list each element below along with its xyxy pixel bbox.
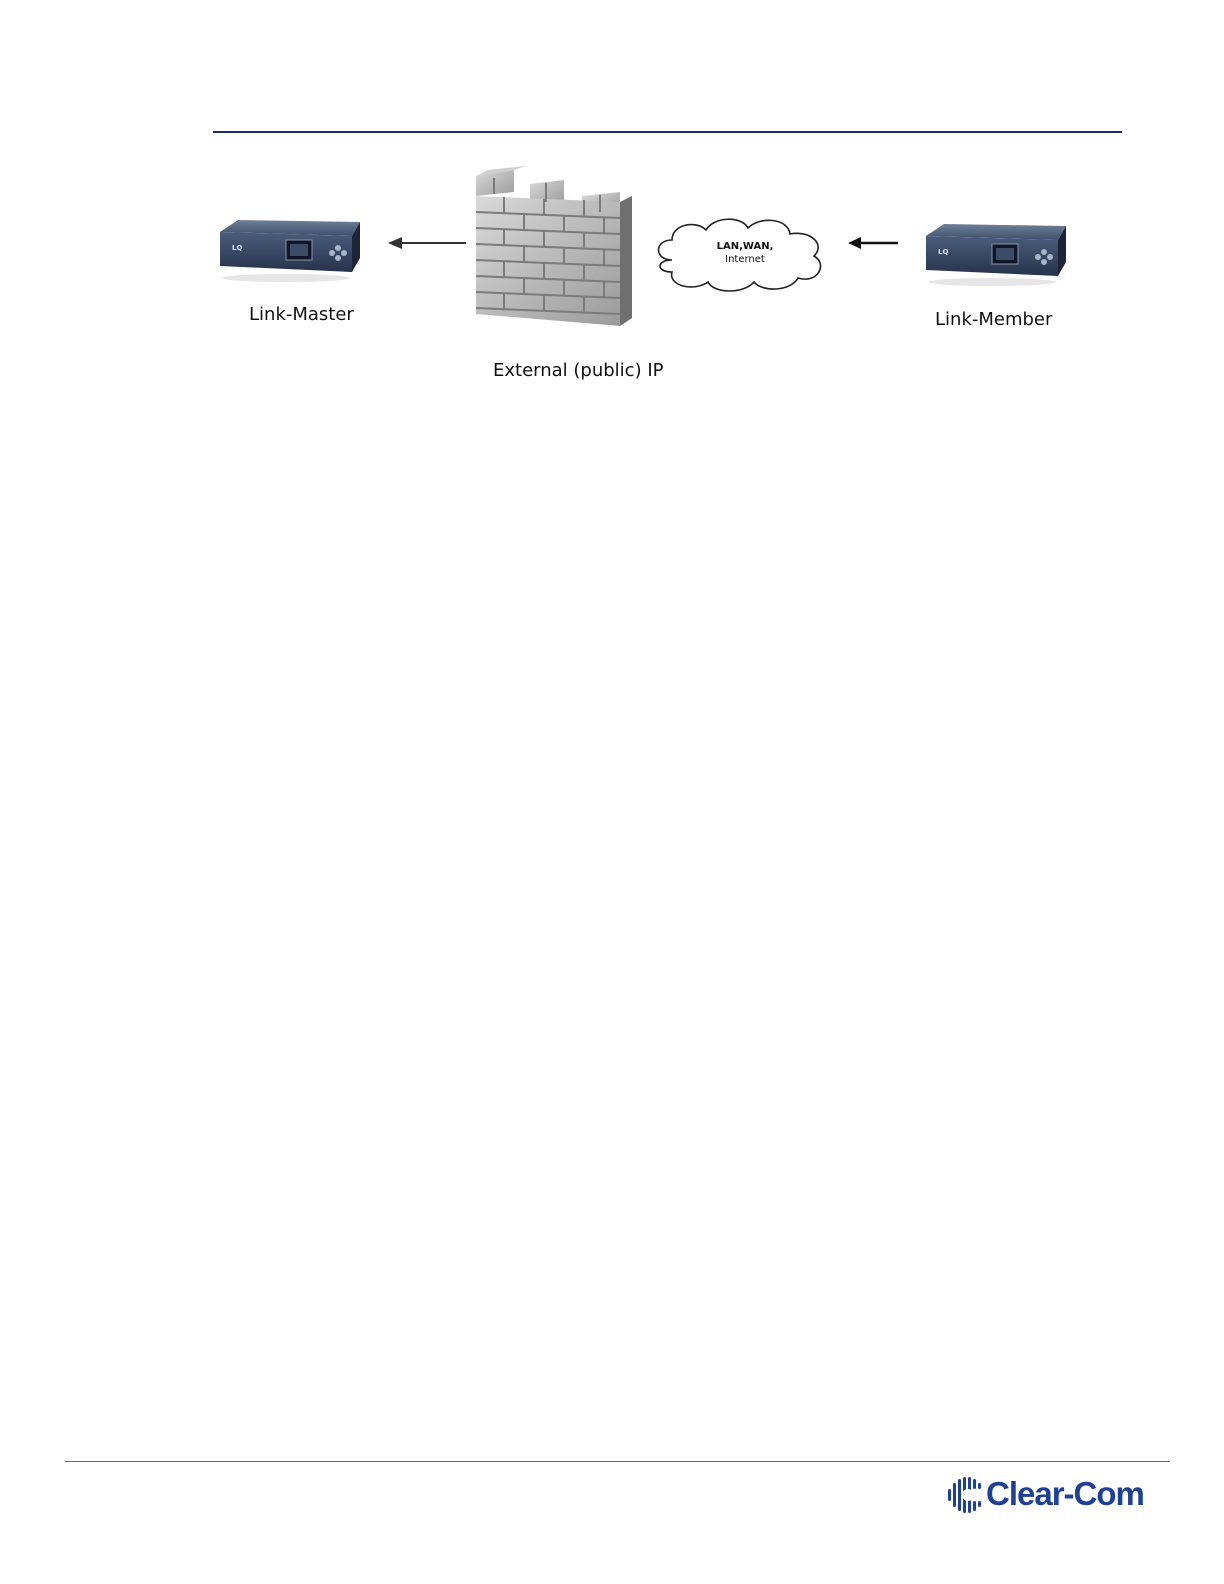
firewall-label: External (public) IP xyxy=(493,360,664,381)
header-rule xyxy=(213,131,1122,133)
svg-text:LQ: LQ xyxy=(232,244,242,252)
link-master-label: Link-Master xyxy=(249,304,354,325)
firewall-icon xyxy=(474,166,634,328)
cloud-label-line1: LAN,WAN, xyxy=(700,240,790,253)
cloud-label-line2: Internet xyxy=(700,253,790,266)
clear-com-logo-text: Clear-Com xyxy=(986,1475,1144,1513)
arrow-left-icon-2 xyxy=(846,234,900,252)
arrow-left-icon xyxy=(386,234,468,252)
link-master-device-icon: LQ xyxy=(216,218,362,284)
clear-com-logo-mark-icon xyxy=(946,1473,984,1517)
footer-rule xyxy=(65,1461,1170,1462)
cloud-label: LAN,WAN, Internet xyxy=(700,240,790,266)
svg-text:LQ: LQ xyxy=(938,248,948,256)
link-member-device-icon: LQ xyxy=(922,222,1068,288)
clear-com-logo: Clear-Com xyxy=(946,1473,1156,1517)
link-member-label: Link-Member xyxy=(935,309,1052,330)
